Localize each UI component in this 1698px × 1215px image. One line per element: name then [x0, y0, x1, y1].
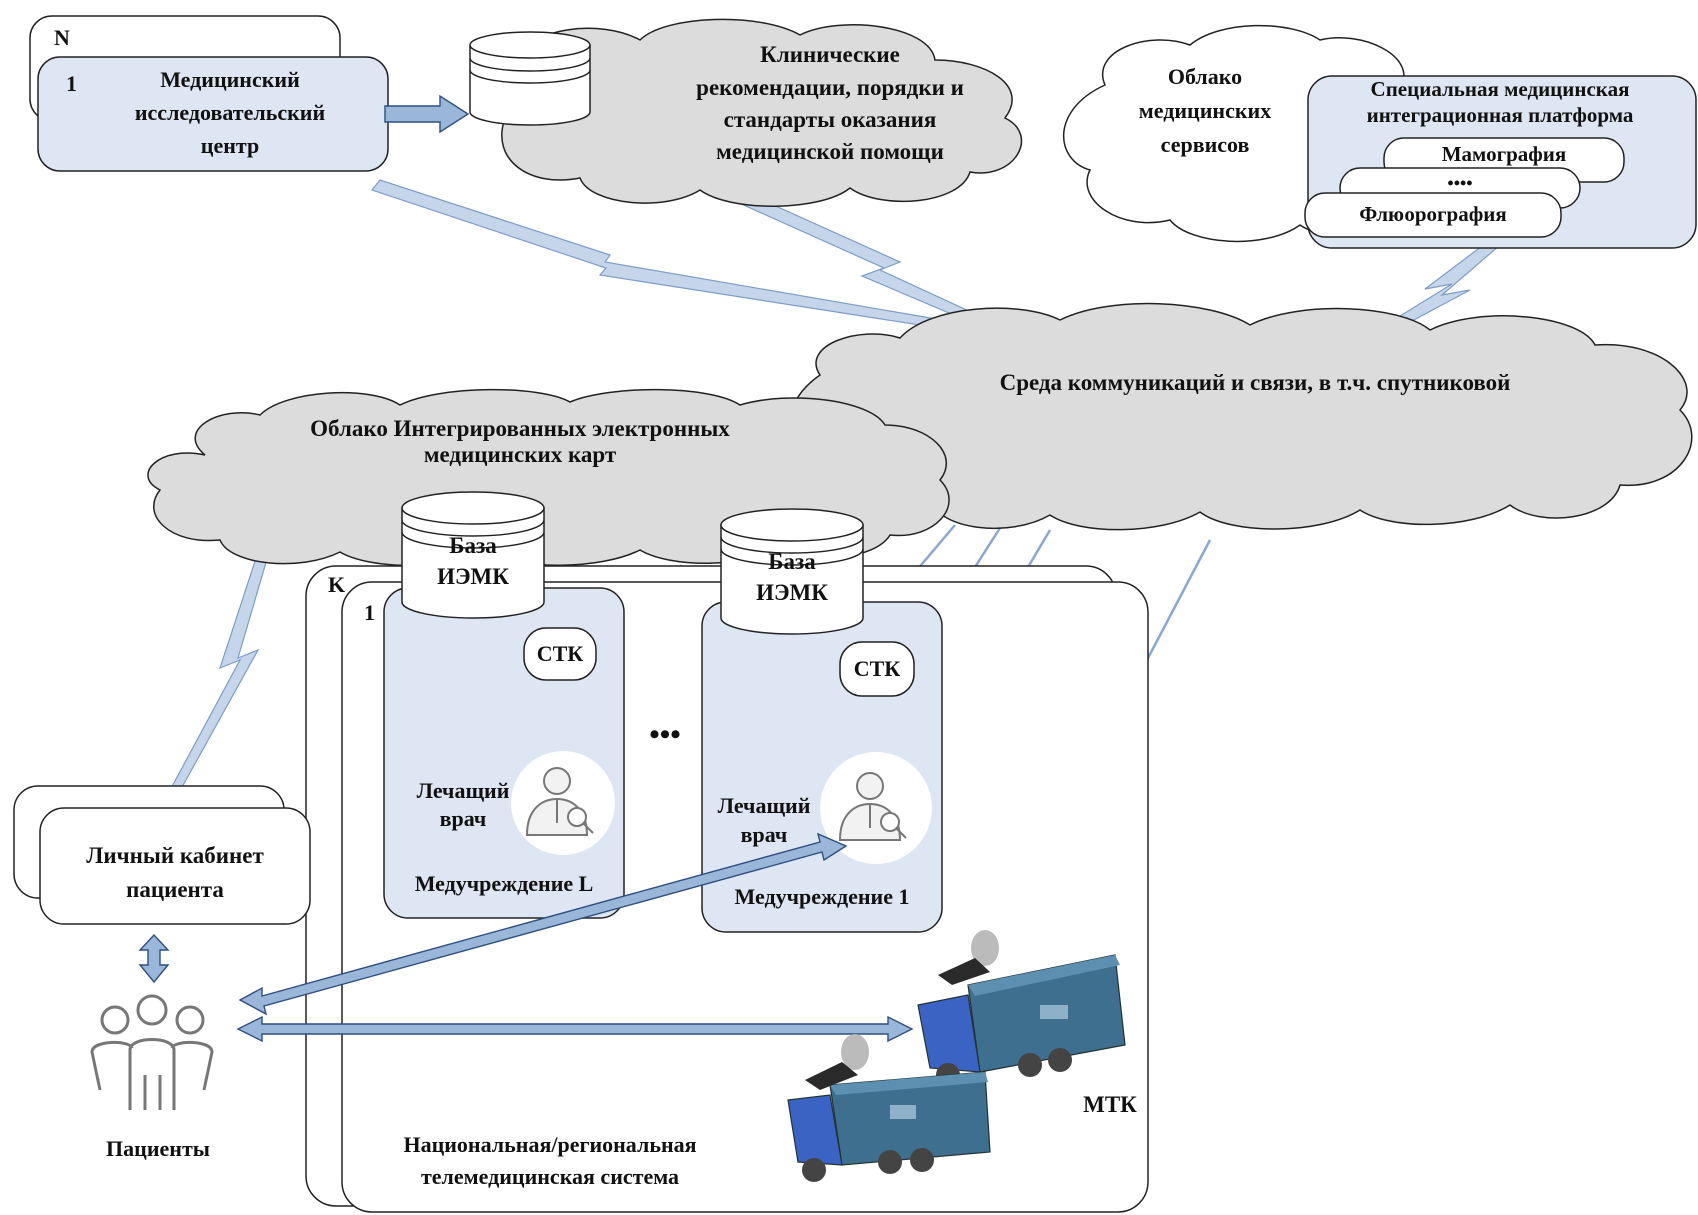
mtk-label: МТК: [1083, 1092, 1137, 1117]
research-center-index: 1: [66, 71, 77, 96]
research-center-title-line-3: центр: [201, 133, 259, 158]
mobile-complex-truck-2: [787, 1034, 991, 1182]
patient-cabinet-line-2: пациента: [126, 877, 224, 902]
institution-1-doctor-glyph: [838, 772, 907, 841]
institution-1-stk-label: СТК: [854, 656, 901, 681]
patient-cabinet-line-1: Личный кабинет: [86, 843, 264, 868]
patients-icon: [90, 994, 214, 1110]
guidelines-cloud: Клинические рекомендации, порядки и стан…: [479, 18, 1023, 207]
telemedicine-system-title-line-1: Национальная/региональная: [403, 1132, 696, 1157]
patient-cabinet-card: [39, 807, 311, 925]
research-center-title-line-2: исследовательский: [135, 100, 326, 125]
institution-1-doctor-line-1: Лечащий: [718, 793, 811, 818]
institution-1-name: Медучреждение 1: [735, 884, 910, 909]
institution-1-db-line-2: ИЭМК: [756, 580, 828, 605]
institution-card-1: СТК Лечащий врач Медучреждение 1: [701, 601, 943, 933]
link-research-to-comm: [370, 179, 1002, 337]
guidelines-line-4: медицинской помощи: [716, 139, 944, 164]
service-chip-fluorography: [1304, 192, 1562, 238]
communication-cloud-label: Среда коммуникаций и связи, в т.ч. спутн…: [1000, 370, 1511, 395]
service-chip-fluorography-label: Флюорография: [1359, 202, 1506, 226]
telemedicine-system-index: 1: [364, 600, 375, 625]
services-cloud-line-1: Облако: [1168, 64, 1242, 89]
arrow-patients-mtk: [236, 1015, 914, 1043]
communication-cloud-shape: [790, 302, 1693, 531]
research-center-stack-count: N: [54, 25, 70, 50]
services-cloud-line-2: медицинских: [1139, 98, 1271, 123]
institution-l-doctor-line-1: Лечащий: [417, 778, 510, 803]
link-iemk-to-cabinet: [167, 539, 273, 799]
institution-l-stk-badge: [523, 627, 597, 681]
guidelines-cloud-shape: [479, 18, 1023, 207]
institution-card-l: СТК Лечащий врач Медучреждение L: [383, 587, 625, 919]
institution-l-name: Медучреждение L: [415, 871, 594, 896]
institution-l-iemk-database: База ИЭМК: [401, 491, 545, 619]
arrow-cabinet-patients: [138, 933, 170, 984]
institution-1-iemk-database: База ИЭМК: [720, 508, 864, 635]
telemedicine-system-title-line-2: телемедицинская система: [421, 1164, 679, 1189]
platform-title-line-2: интеграционная платформа: [1367, 103, 1634, 127]
iemk-cloud-line-2: медицинских карт: [424, 442, 617, 467]
guidelines-line-3: стандарты оказания: [724, 107, 937, 132]
guidelines-database-icon: [469, 31, 591, 126]
institution-l-stk-label: СТК: [537, 641, 584, 666]
research-center: N 1 Медицинский исследовательский центр: [29, 15, 389, 172]
research-center-title-line-1: Медицинский: [160, 67, 300, 92]
services-cloud-line-3: сервисов: [1161, 132, 1250, 157]
guidelines-line-2: рекомендации, порядки и: [696, 75, 964, 100]
patient-cabinet: Личный кабинет пациента: [13, 785, 311, 925]
iemk-cloud-line-1: Облако Интегрированных электронных: [310, 416, 730, 441]
institution-1-db-line-1: База: [768, 549, 816, 574]
platform-title-line-1: Специальная медицинская: [1371, 77, 1630, 101]
guidelines-line-1: Клинические: [760, 42, 900, 67]
institution-l-doctor-glyph: [525, 767, 594, 836]
service-chip-mammography-label: Мамография: [1442, 142, 1567, 166]
arrow-patients-doctor: [238, 832, 848, 1016]
institutions-ellipsis: •••: [649, 718, 681, 751]
institution-1-doctor-line-2: врач: [741, 822, 788, 847]
arrow-to-guidelines-db: [384, 94, 470, 134]
institution-l-db-line-2: ИЭМК: [437, 564, 509, 589]
institution-l-db-line-1: База: [449, 533, 497, 558]
institution-l-doctor-line-2: врач: [440, 806, 487, 831]
communication-cloud: Среда коммуникаций и связи, в т.ч. спутн…: [790, 302, 1693, 531]
institution-1-stk-badge: [839, 641, 915, 697]
patients-label: Пациенты: [106, 1136, 210, 1161]
telemedicine-system-stack-count: K: [328, 572, 345, 597]
integration-platform: Специальная медицинская интеграционная п…: [1304, 75, 1697, 249]
service-chip-more-label: ••••: [1447, 173, 1472, 193]
